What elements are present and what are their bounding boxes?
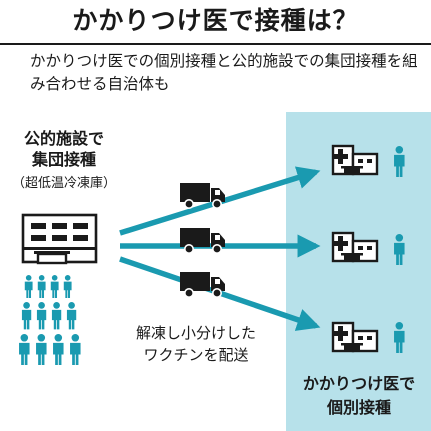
people-crowd-icon (19, 275, 81, 365)
person-icon (63, 275, 72, 299)
source-label-line2: 集団接種 (31, 150, 96, 169)
transport-note-line2: ワクチンを配送 (143, 346, 249, 364)
person-icon (394, 234, 405, 265)
person-icon (51, 302, 62, 330)
truck-icon (179, 271, 226, 299)
destination-label-line2: 個別接種 (326, 398, 391, 417)
person-icon (36, 334, 47, 365)
person-icon (19, 334, 30, 365)
page-title: かかりつけ医で接種は？ (72, 6, 359, 35)
person-icon (37, 275, 46, 299)
truck-icon (179, 227, 226, 254)
person-icon (24, 275, 33, 299)
person-icon (21, 302, 32, 330)
freezer-building-icon (21, 213, 98, 265)
person-icon (70, 334, 81, 365)
person-icon (36, 302, 47, 330)
source-label-line1: 公的施設で (23, 129, 104, 148)
source-sublabel: （超低温冷凍庫） (11, 176, 116, 191)
transport-note-line1: 解凍し小分けした (135, 324, 256, 342)
clinic-icon (331, 231, 379, 263)
person-icon (66, 302, 77, 330)
subtitle: かかりつけ医での個別接種と公的施設での集団接種を組み合わせる自治体も (30, 52, 418, 93)
person-icon (394, 146, 405, 177)
truck-icon (179, 182, 226, 209)
title-divider (0, 43, 431, 45)
person-icon (394, 322, 405, 353)
clinic-icon (331, 321, 379, 353)
transport-note: 解凍し小分けした ワクチンを配送 (108, 322, 284, 366)
person-icon (53, 334, 64, 365)
clinic-icon (331, 144, 379, 176)
person-icon (50, 275, 59, 299)
destination-label: かかりつけ医で 個別接種 (290, 372, 428, 420)
source-label: 公的施設で 集団接種 (8, 128, 120, 170)
destination-label-line1: かかりつけ医で (302, 374, 416, 393)
